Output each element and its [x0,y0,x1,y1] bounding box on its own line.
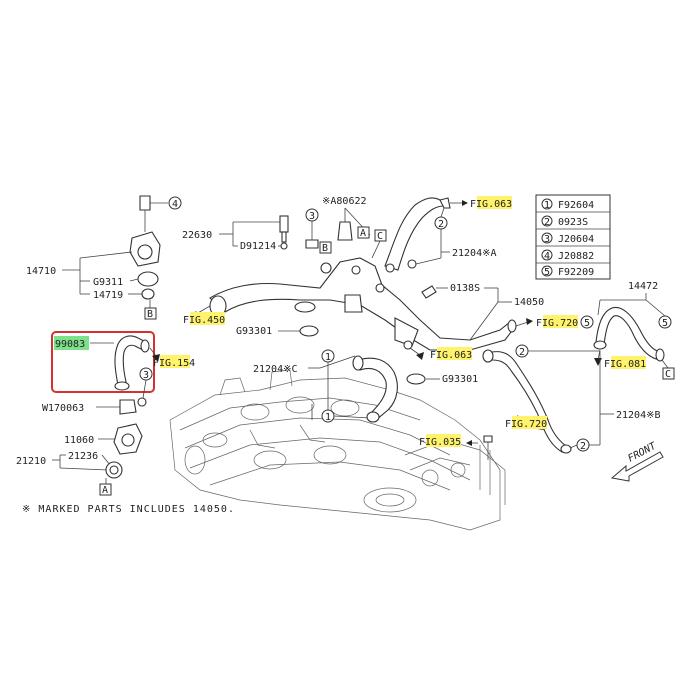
fig-ref-081[interactable]: FIG.081 [604,356,646,370]
coolant-pipe-14050[interactable] [209,257,517,351]
svg-text:0923S: 0923S [558,217,588,228]
circle-num: 2 [580,441,586,452]
callout-21236[interactable]: 21236 [68,451,98,462]
part-14710-assembly[interactable] [129,195,161,300]
circle-num: 1 [325,412,331,423]
callout-21210[interactable]: 21210 [16,456,46,467]
callout-14050[interactable]: 14050 [514,297,544,308]
callout-14710[interactable]: 14710 [26,266,56,277]
ref-box-label: A [102,485,108,496]
callout-21204c[interactable]: 21204※C [253,364,298,375]
hose-14472[interactable] [593,306,665,362]
callout-11060[interactable]: 11060 [64,435,94,446]
callout-22630[interactable]: 22630 [182,230,212,241]
svg-text:FIG.450: FIG.450 [183,315,225,326]
circle-num: 1 [325,352,331,363]
callout-g93301-lower[interactable]: G93301 [442,374,478,385]
part-number-99083[interactable]: 99083 [54,336,89,350]
ref-box-label: C [665,369,671,380]
callout-a80622[interactable]: ※A80622 [322,196,367,207]
ref-box-c[interactable] [374,229,387,242]
hose-21204-c[interactable] [352,355,398,423]
callout-d91214[interactable]: D91214 [240,241,276,252]
hose-99083[interactable] [114,335,150,391]
ref-box-b[interactable] [144,307,157,320]
svg-text:3: 3 [544,234,550,245]
svg-text:1: 1 [544,200,550,211]
legend-row: 2 0923S [541,215,588,228]
svg-text:FIG.035: FIG.035 [419,437,461,448]
callout-99083[interactable]: 99083 [55,339,85,350]
part-21210[interactable] [105,461,123,479]
callout-21204a[interactable]: 21204※A [452,248,497,259]
callout-w170063[interactable]: W170063 [42,403,84,414]
svg-text:FIG.063: FIG.063 [470,199,512,210]
circle-callout-5 [580,315,594,329]
svg-text:FIG.154: FIG.154 [153,358,195,369]
svg-text:F92209: F92209 [558,267,594,278]
circle-num: 3 [143,370,149,381]
svg-text:4: 4 [544,251,550,262]
hose-21204-b[interactable] [482,349,572,454]
circle-num: 2 [519,347,525,358]
selected-part-frame[interactable] [51,331,155,393]
fig-ref-035[interactable]: FIG.035 [419,434,461,448]
legend-row: 1 F92604 [541,198,594,211]
svg-text:F92604: F92604 [558,200,594,211]
circle-num: 2 [438,219,444,230]
svg-text:FIG.081: FIG.081 [604,359,646,370]
circle-callout-4 [168,196,182,210]
fig-ref-720-right[interactable]: FIG.720 [536,315,578,329]
svg-text:2: 2 [544,217,550,228]
legend-row: 3 J20604 [541,232,594,245]
engine-block-illustration [169,369,506,531]
svg-text:J20882: J20882 [558,251,594,262]
ref-box-label: C [377,231,383,242]
svg-text:FIG.720: FIG.720 [505,419,547,430]
legend-row: 4 J20882 [541,249,594,262]
ref-box-label: A [360,228,366,239]
legend-table: 1 F92604 2 0923S 3 J20604 4 J20882 5 F92… [535,194,611,280]
callout-0138s[interactable]: 0138S [450,283,480,294]
circle-num: 3 [309,211,315,222]
fig-ref-063-mid[interactable]: FIG.063 [430,347,472,361]
ref-box-a[interactable] [357,226,370,239]
ref-box-label: B [147,309,153,320]
fig-ref-450[interactable]: FIG.450 [183,312,225,326]
front-direction-arrow: FRONT [610,440,664,482]
svg-text:FIG.720: FIG.720 [536,318,578,329]
svg-text:5: 5 [544,267,550,278]
svg-text:FIG.063: FIG.063 [430,350,472,361]
callout-g93301-upper[interactable]: G93301 [236,326,272,337]
callout-14472[interactable]: 14472 [628,281,658,292]
circle-num: 5 [584,318,590,329]
legend-row: 5 F92209 [541,265,594,278]
footnote: ※ MARKED PARTS INCLUDES 14050. [22,504,235,515]
callout-g9311[interactable]: G9311 [93,277,123,288]
front-label: FRONT [626,440,659,464]
ref-box-c[interactable] [662,367,675,380]
callout-14719[interactable]: 14719 [93,290,123,301]
circle-num: 4 [172,199,178,210]
ref-box-label: B [322,243,328,254]
fig-ref-154[interactable]: FIG.154 [153,355,195,369]
hose-21204-a[interactable] [384,197,446,273]
callout-21204b[interactable]: 21204※B [616,410,661,421]
circle-num: 5 [662,318,668,329]
fig-ref-063-top[interactable]: FIG.063 [470,196,512,210]
part-11060[interactable] [113,423,143,455]
svg-text:J20604: J20604 [558,234,594,245]
fig-ref-720-low[interactable]: FIG.720 [505,416,547,430]
ref-box-b[interactable] [319,241,332,254]
sensor-22630[interactable] [279,215,289,250]
ref-box-a[interactable] [99,483,112,496]
